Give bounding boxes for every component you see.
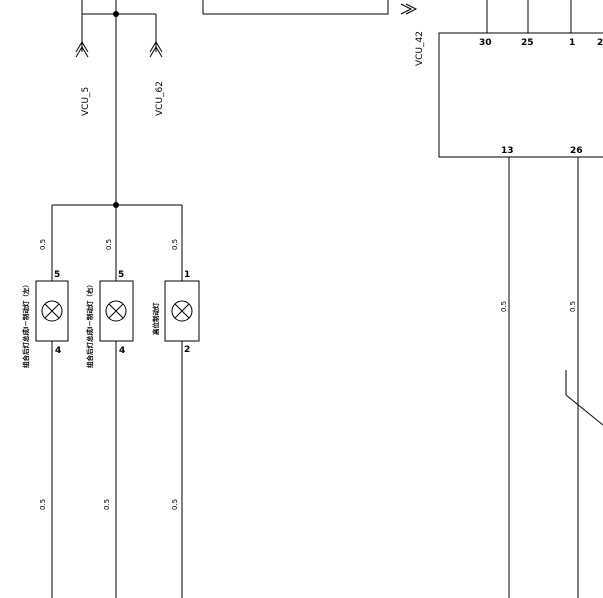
lamp-1-gauge-bottom: 0.5	[39, 499, 47, 510]
vcu62-arrow-icon	[149, 41, 163, 58]
vcu5-arrow-icon	[75, 41, 89, 58]
lamp-3-label: 高位制动灯	[151, 302, 160, 335]
lamp-1-pin-top: 5	[54, 270, 60, 280]
lamp-1-pin-bottom: 4	[55, 346, 61, 356]
lamp-1-gauge-top: 0.5	[39, 239, 47, 250]
lamp-2-gauge-bottom: 0.5	[103, 499, 111, 510]
switch-arm	[565, 394, 603, 426]
lamp-3-pin-bottom: 2	[184, 345, 190, 355]
conn-pin-top-4: 2	[597, 38, 603, 48]
net-label-vcu62: VCU_62	[155, 81, 165, 116]
top-module-box	[202, 0, 389, 15]
lamp-1-icon	[41, 300, 63, 322]
net-label-vcu5: VCU_5	[81, 87, 91, 116]
lamp-3-gauge-top: 0.5	[171, 239, 179, 250]
lamp-1-label: 组合后灯总成I－制动灯（左）	[21, 281, 30, 368]
conn-wire-gauge-2: 0.5	[569, 301, 577, 312]
conn-pin-top-3: 1	[569, 38, 575, 48]
connector-box	[438, 32, 603, 158]
lamp-2-pin-bottom: 4	[119, 346, 125, 356]
lamp-3-gauge-bottom: 0.5	[171, 499, 179, 510]
junction-top	[113, 11, 119, 17]
conn-wire-gauge-1: 0.5	[500, 301, 508, 312]
junction-bus	[113, 202, 119, 208]
lamp-2-gauge-top: 0.5	[105, 239, 113, 250]
conn-pin-top-2: 25	[521, 38, 534, 48]
conn-pin-bottom-2: 26	[570, 146, 583, 156]
net-label-vcu42: VCU_42	[415, 31, 425, 66]
lamp-2-label: 组合后灯总成I－制动灯（右）	[85, 281, 94, 368]
conn-pin-top-1: 30	[479, 38, 492, 48]
conn-pin-bottom-1: 13	[501, 146, 514, 156]
lamp-2-icon	[105, 300, 127, 322]
lamp-3-pin-top: 1	[184, 270, 190, 280]
lamp-2-pin-top: 5	[118, 270, 124, 280]
lamp-3-icon	[171, 300, 193, 322]
vcu42-arrow-icon	[400, 3, 418, 15]
